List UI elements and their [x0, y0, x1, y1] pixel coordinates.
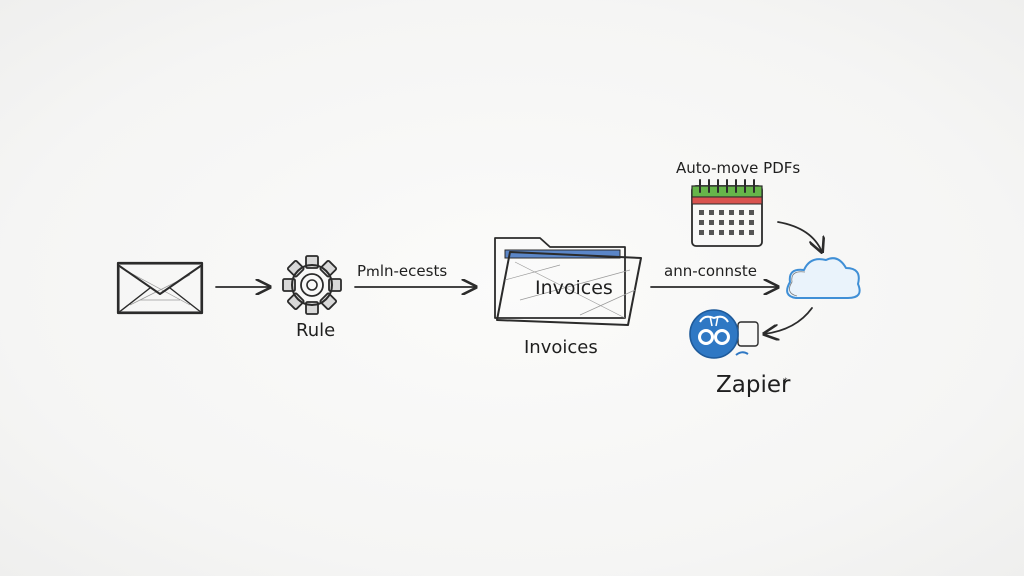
- calendar-day-cell: [739, 210, 744, 215]
- calendar-day-cell: [719, 210, 724, 215]
- zapier-label: Zapier: [716, 372, 791, 398]
- calendar-day-cell: [739, 230, 744, 235]
- folder-to-cloud-label: ann-connste: [664, 262, 757, 280]
- calendar-day-cell: [729, 230, 734, 235]
- calendar-icon: [691, 179, 763, 247]
- arrow-calendar-to-cloud: [777, 221, 822, 252]
- calendar-day-cell: [749, 230, 754, 235]
- calendar-day-cell: [699, 230, 704, 235]
- folder-icon: [494, 237, 642, 326]
- calendar-day-cell: [709, 230, 714, 235]
- zapier-icon: [689, 309, 759, 359]
- calendar-day-cell: [719, 220, 724, 225]
- calendar-day-cell: [719, 230, 724, 235]
- rule-label: Rule: [296, 320, 335, 341]
- calendar-caption: Auto-move PDFs: [676, 159, 800, 177]
- calendar-day-cell: [749, 210, 754, 215]
- envelope-icon: [116, 261, 204, 315]
- gear-tooth: [319, 292, 338, 311]
- calendar-day-cell: [729, 220, 734, 225]
- calendar-day-cell: [709, 210, 714, 215]
- cloud-icon: [786, 257, 861, 299]
- folder-inside-label: Invoices: [535, 277, 613, 299]
- gear-tooth: [286, 292, 305, 311]
- rule-to-folder-label: Pՠln-ecests: [357, 262, 447, 280]
- gear-tooth: [286, 259, 305, 278]
- arrow-cloud-to-zapier: [764, 307, 813, 334]
- folder-caption: Invoices: [524, 337, 598, 358]
- calendar-day-cell: [699, 210, 704, 215]
- calendar-day-cell: [699, 220, 704, 225]
- calendar-day-cell: [729, 210, 734, 215]
- calendar-day-cell: [749, 220, 754, 225]
- calendar-day-cell: [739, 220, 744, 225]
- zapier-mark: *: [783, 377, 788, 387]
- calendar-day-cell: [709, 220, 714, 225]
- gear-tooth: [319, 259, 338, 278]
- gear-icon: [282, 255, 342, 315]
